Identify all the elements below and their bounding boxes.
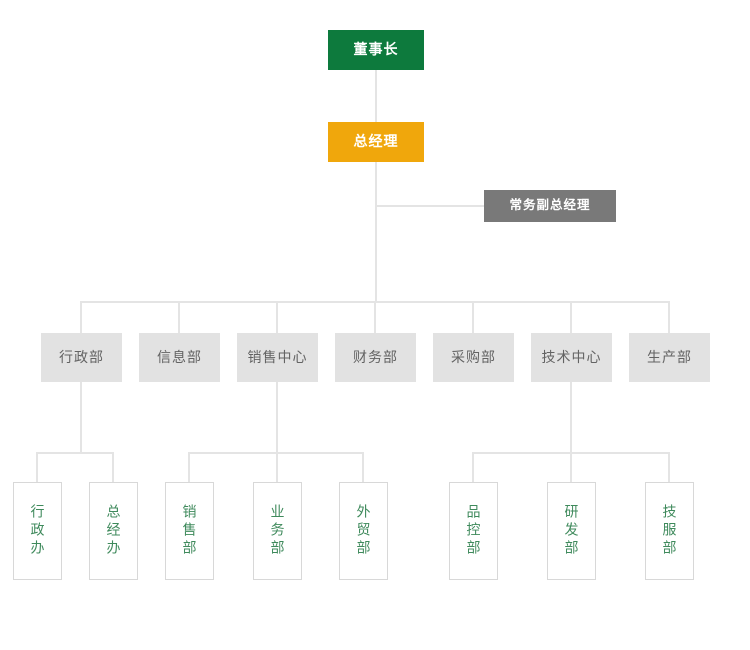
node-purchasing-dept[interactable]: 采购部 bbox=[433, 333, 514, 382]
node-finance-dept[interactable]: 财务部 bbox=[335, 333, 416, 382]
node-label-admin-dept: 行政部 bbox=[59, 348, 104, 365]
node-label-sales-dept: 销售部 bbox=[181, 504, 198, 558]
node-quality-control-dept[interactable]: 品控部 bbox=[449, 482, 498, 580]
node-label-business-dept: 业务部 bbox=[269, 504, 286, 558]
node-general-manager[interactable]: 总经理 bbox=[328, 122, 424, 162]
node-label-quality-control-dept: 品控部 bbox=[465, 504, 482, 558]
node-gm-office[interactable]: 总经办 bbox=[89, 482, 138, 580]
node-info-dept[interactable]: 信息部 bbox=[139, 333, 220, 382]
node-sales-dept[interactable]: 销售部 bbox=[165, 482, 214, 580]
node-label-admin-office: 行政办 bbox=[29, 504, 46, 558]
node-label-general-manager: 总经理 bbox=[353, 133, 399, 150]
node-label-gm-office: 总经办 bbox=[105, 504, 122, 558]
node-deputy-gm[interactable]: 常务副总经理 bbox=[484, 190, 616, 222]
node-label-foreign-trade-dept: 外贸部 bbox=[355, 504, 372, 558]
node-label-purchasing-dept: 采购部 bbox=[451, 348, 496, 365]
node-rnd-dept[interactable]: 研发部 bbox=[547, 482, 596, 580]
node-admin-dept[interactable]: 行政部 bbox=[41, 333, 122, 382]
node-tech-service-dept[interactable]: 技服部 bbox=[645, 482, 694, 580]
node-label-sales-center: 销售中心 bbox=[247, 348, 308, 365]
node-label-tech-service-dept: 技服部 bbox=[661, 504, 678, 558]
node-label-info-dept: 信息部 bbox=[157, 348, 202, 365]
node-foreign-trade-dept[interactable]: 外贸部 bbox=[339, 482, 388, 580]
node-label-chairman: 董事长 bbox=[353, 41, 399, 58]
node-label-production-dept: 生产部 bbox=[647, 348, 692, 365]
node-chairman[interactable]: 董事长 bbox=[328, 30, 424, 70]
node-label-deputy-gm: 常务副总经理 bbox=[509, 198, 591, 213]
node-admin-office[interactable]: 行政办 bbox=[13, 482, 62, 580]
node-production-dept[interactable]: 生产部 bbox=[629, 333, 710, 382]
node-label-tech-center: 技术中心 bbox=[541, 348, 602, 365]
node-business-dept[interactable]: 业务部 bbox=[253, 482, 302, 580]
node-label-rnd-dept: 研发部 bbox=[563, 504, 580, 558]
node-sales-center[interactable]: 销售中心 bbox=[237, 333, 318, 382]
node-label-finance-dept: 财务部 bbox=[353, 348, 398, 365]
node-tech-center[interactable]: 技术中心 bbox=[531, 333, 612, 382]
